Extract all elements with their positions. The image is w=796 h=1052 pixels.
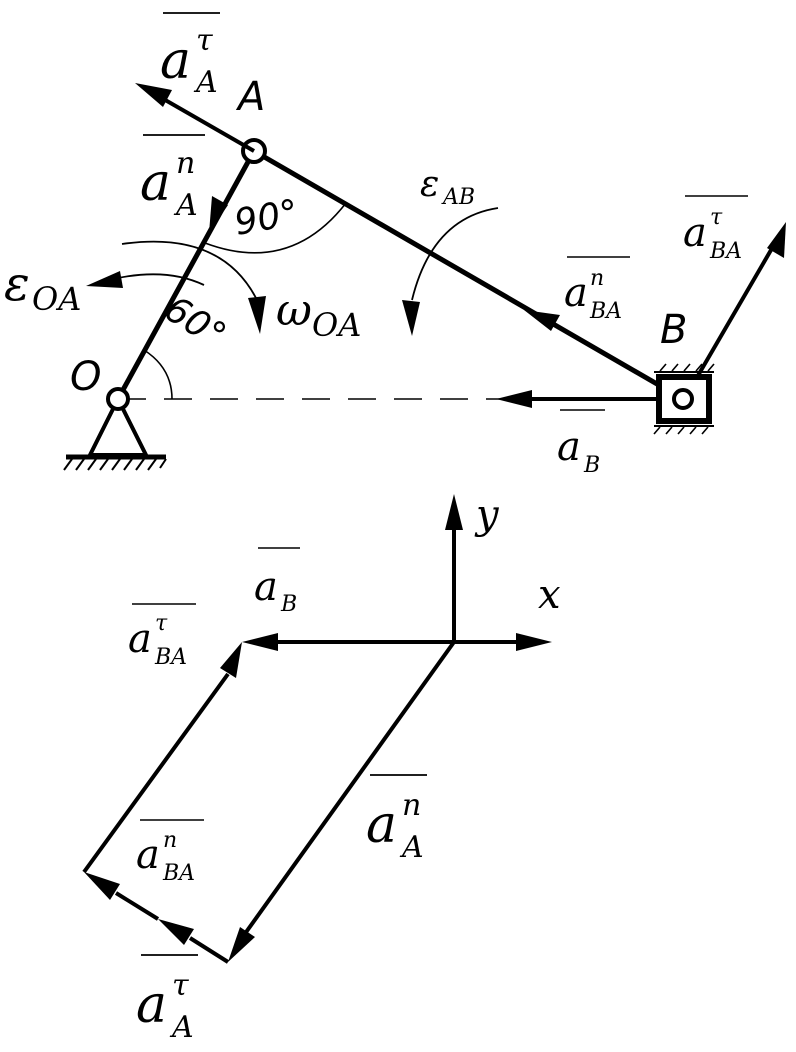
polygon-vector-aBA-n [84,872,160,921]
fixed-support-o [63,394,167,471]
label-omega-oa: ω OA [276,285,361,344]
svg-text:BA: BA [589,299,622,324]
vector-aB [496,390,659,408]
label-point-b: B [660,307,687,353]
omega-oa-arc [121,240,266,334]
label-aBA-tau-top: a τ BA [683,195,748,264]
link-oa [115,149,257,401]
svg-text:OA: OA [312,306,361,344]
link-ab [252,148,685,402]
label-axis-y: y [474,492,500,538]
eps-ab-arc [402,207,499,336]
svg-text:a: a [557,424,581,470]
svg-text:A: A [173,188,198,223]
eps-oa-arc [86,271,205,288]
svg-text:n: n [176,146,195,181]
polygon-label-aBA-tau: a τ BA [128,603,196,670]
label-angle-60: 60° [157,288,233,357]
svg-text:ω: ω [276,285,312,336]
slider-b [653,363,715,435]
polygon-label-aBA-n: a n BA [136,819,204,886]
label-eps-oa: ε OA [4,256,81,318]
svg-text:A: A [169,1010,194,1045]
svg-text:a: a [254,564,278,610]
svg-text:τ: τ [155,611,168,636]
svg-text:τ: τ [172,968,189,1003]
svg-text:n: n [402,788,421,823]
svg-text:a: a [160,31,191,91]
label-aB-top: a B [557,409,605,478]
vector-aA-tau [135,83,255,153]
svg-text:A: A [399,830,424,865]
svg-text:B: B [280,592,297,617]
label-aA-n-top: a n A [140,134,205,223]
polygon-label-aB: a B [254,547,300,617]
arc-60-at-o [143,349,173,400]
svg-text:BA: BA [162,861,195,886]
vector-aBA-n [524,310,560,331]
polygon-label-aA-tau: a τ A [136,954,198,1045]
svg-text:a: a [683,210,707,256]
svg-text:A: A [193,65,218,100]
label-angle-90: 90° [232,192,302,243]
label-point-o: O [70,354,101,400]
polygon-vector-aA-n [228,640,456,962]
svg-text:BA: BA [709,239,742,264]
svg-text:ε: ε [420,164,439,205]
svg-text:BA: BA [154,645,187,670]
polygon-vector-aB [242,633,454,651]
joint-o [106,387,130,411]
svg-text:n: n [590,266,604,291]
svg-text:a: a [366,795,397,855]
svg-text:n: n [163,828,177,853]
vector-aBA-tau [694,222,786,381]
label-axis-x: x [538,572,561,618]
label-aBA-n-top: a n BA [564,256,630,324]
svg-text:B: B [583,453,600,478]
label-point-a: A [235,74,265,120]
svg-text:OA: OA [32,280,81,318]
svg-text:τ: τ [196,23,213,58]
svg-text:ε: ε [4,256,30,312]
polygon-label-aA-n: a n A [366,774,427,865]
arc-90-at-a [204,202,347,254]
svg-text:a: a [128,616,152,662]
axis-x [454,633,552,651]
label-eps-ab: ε AB [420,164,475,210]
label-aA-tau-top: a τ A [160,12,220,100]
svg-text:a: a [140,153,171,213]
svg-text:a: a [564,270,588,316]
polygon-vector-aBA-tau [82,642,242,874]
polygon-vector-aA-tau [158,919,230,964]
axis-y [445,494,463,642]
svg-text:a: a [136,832,160,878]
svg-text:τ: τ [710,205,723,230]
svg-text:AB: AB [441,185,475,210]
svg-text:a: a [136,975,167,1035]
vector-aA-n [209,196,228,233]
